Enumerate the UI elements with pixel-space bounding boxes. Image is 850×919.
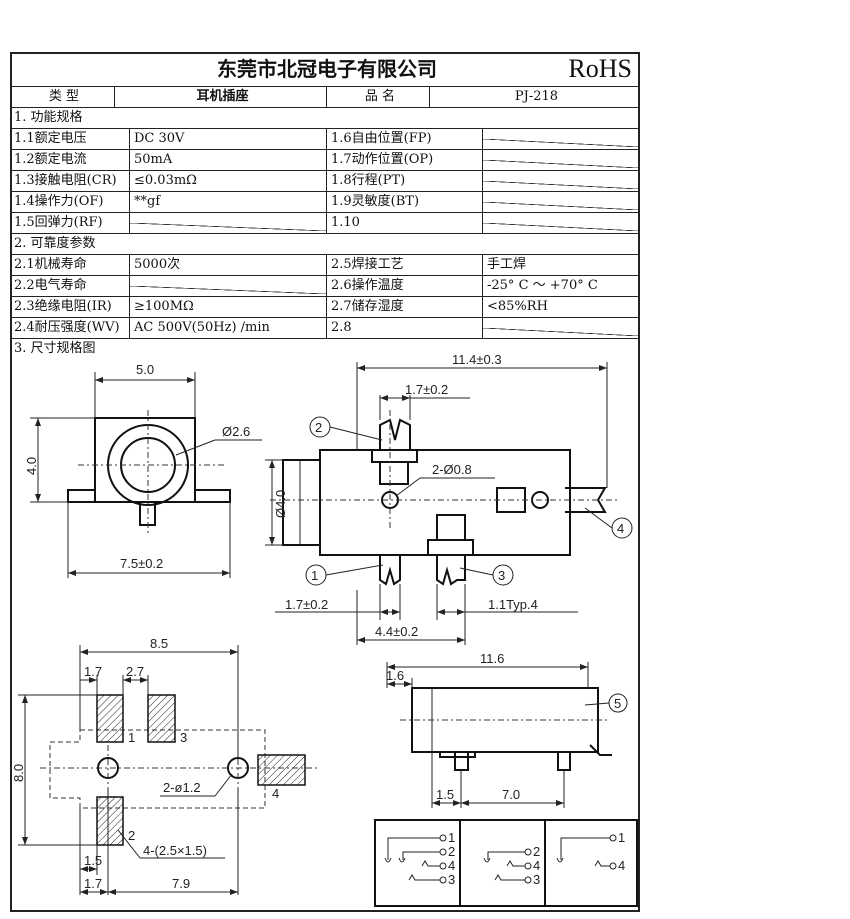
top-view: 11.6 1.6 5 1.5 7.0 (386, 651, 628, 808)
section2-title: 2. 可靠度参数 (10, 234, 640, 255)
reliability-row-4-value (483, 318, 640, 339)
switch-schematic: 1 2 4 3 2 4 3 1 4 (374, 819, 638, 907)
fp-d5-label: 7.9 (172, 876, 190, 891)
fp-d4-label: 1.7 (84, 876, 102, 891)
spec-row-4-label: 1.4操作力(OF) (10, 192, 130, 213)
callout-4: 4 (617, 521, 624, 536)
side-typ-label: 1.1Typ.4 (488, 597, 538, 612)
side-pin-top-label: 1.7±0.2 (405, 382, 448, 397)
reliability-row-3-value: ≥100MΩ (130, 297, 327, 318)
pad-label-3: 3 (180, 730, 187, 745)
sch-b-2: 2 (533, 844, 540, 859)
sch-c-4: 4 (618, 858, 625, 873)
side-pin-bottom-label: 1.7±0.2 (285, 597, 328, 612)
top-length-label: 11.6 (480, 651, 504, 666)
spec-row-2-value: 50mA (130, 150, 327, 171)
side-spacing-label: 4.4±0.2 (375, 624, 418, 639)
spec-row-1-value: DC 30V (130, 129, 327, 150)
spec-row-4-value: **gf (130, 192, 327, 213)
reliability-row-1-label: 2.5焊接工艺 (327, 255, 483, 276)
sch-a-3: 3 (448, 872, 455, 887)
spec-row-2-label: 1.2额定电流 (10, 150, 130, 171)
front-base-label: 7.5±0.2 (120, 556, 163, 571)
pad-label-1: 1 (128, 730, 135, 745)
spec-row-5-value (483, 213, 640, 234)
spec-row-4-label: 1.9灵敏度(BT) (327, 192, 483, 213)
sch-a-2: 2 (448, 844, 455, 859)
callout-2: 2 (315, 420, 322, 435)
front-width-label: 5.0 (136, 362, 154, 377)
callout-1: 1 (311, 568, 318, 583)
fp-width-label: 8.5 (150, 636, 168, 651)
reliability-row-2-label: 2.6操作温度 (327, 276, 483, 297)
reliability-row-2-label: 2.2电气寿命 (10, 276, 130, 297)
reliability-row-2-value (130, 276, 327, 297)
spec-row-5-label: 1.10 (327, 213, 483, 234)
reliability-row-2-value: -25° C ～ +70° C (483, 276, 640, 297)
rohs-mark: RoHS (568, 54, 632, 83)
front-hole-label: Ø2.6 (222, 424, 250, 439)
spec-row-2-value (483, 150, 640, 171)
fp-d3-label: 1.5 (84, 853, 102, 868)
reliability-row-3-value: <85%RH (483, 297, 640, 318)
spec-row-3-value: ≤0.03mΩ (130, 171, 327, 192)
spec-row-3-value (483, 171, 640, 192)
reliability-row-1-label: 2.1机械寿命 (10, 255, 130, 276)
spec-row-3-label: 1.3接触电阻(CR) (10, 171, 130, 192)
reliability-row-1-value: 手工焊 (483, 255, 640, 276)
pcb-footprint: 1 3 2 4 8.5 1.7 2.7 8.0 2-ø1.2 1.5 4-(2.… (11, 636, 320, 895)
sch-a-1: 1 (448, 830, 455, 845)
spec-row-4-value (483, 192, 640, 213)
fp-pads-label: 4-(2.5×1.5) (143, 843, 207, 858)
fp-holes-label: 2-ø1.2 (163, 780, 201, 795)
fp-d1-label: 1.7 (84, 664, 102, 679)
datasheet-frame (10, 52, 640, 912)
spec-row-3-label: 1.8行程(PT) (327, 171, 483, 192)
sch-c-1: 1 (618, 830, 625, 845)
section3-title: 3. 尺寸规格图 (10, 339, 640, 360)
sch-b-3: 3 (533, 872, 540, 887)
type-value: 耳机插座 (115, 87, 327, 108)
front-view: 5.0 4.0 7.5±0.2 Ø2.6 (24, 362, 262, 578)
sch-b-4: 4 (533, 858, 540, 873)
top-d2-label: 1.5 (436, 787, 454, 802)
side-length-label: 11.4±0.3 (452, 352, 502, 367)
side-diameter-label: Ø4.0 (273, 490, 288, 518)
fp-height-label: 8.0 (11, 764, 26, 782)
top-d3-label: 7.0 (502, 787, 520, 802)
front-height-label: 4.0 (24, 457, 39, 475)
name-value: PJ-218 (430, 87, 640, 108)
pad-label-4: 4 (272, 786, 279, 801)
reliability-row-1-value: 5000次 (130, 255, 327, 276)
company-name: 东莞市北冠电子有限公司 (10, 52, 640, 87)
spec-row-1-label: 1.1额定电压 (10, 129, 130, 150)
reliability-row-3-label: 2.3绝缘电阻(IR) (10, 297, 130, 318)
side-holes-label: 2-Ø0.8 (432, 462, 472, 477)
spec-row-1-value (483, 129, 640, 150)
reliability-row-4-label: 2.4耐压强度(WV) (10, 318, 130, 339)
section1-title: 1. 功能规格 (10, 108, 640, 129)
side-view: 11.4±0.3 1.7±0.2 2-Ø0.8 Ø4.0 1.7±0.2 4.4… (265, 352, 633, 645)
fp-d2-label: 2.7 (126, 664, 144, 679)
reliability-row-4-label: 2.8 (327, 318, 483, 339)
callout-3: 3 (498, 568, 505, 583)
spec-row-5-label: 1.5回弹力(RF) (10, 213, 130, 234)
type-label: 类 型 (10, 87, 115, 108)
spec-row-5-value (130, 213, 327, 234)
spec-row-2-label: 1.7动作位置(OP) (327, 150, 483, 171)
pad-label-2: 2 (128, 828, 135, 843)
name-label: 品 名 (327, 87, 430, 108)
top-d1-label: 1.6 (386, 668, 404, 683)
sch-a-4: 4 (448, 858, 455, 873)
spec-row-1-label: 1.6自由位置(FP) (327, 129, 483, 150)
reliability-row-3-label: 2.7储存湿度 (327, 297, 483, 318)
callout-5: 5 (614, 696, 621, 711)
reliability-row-4-value: AC 500V(50Hz) /min (130, 318, 327, 339)
